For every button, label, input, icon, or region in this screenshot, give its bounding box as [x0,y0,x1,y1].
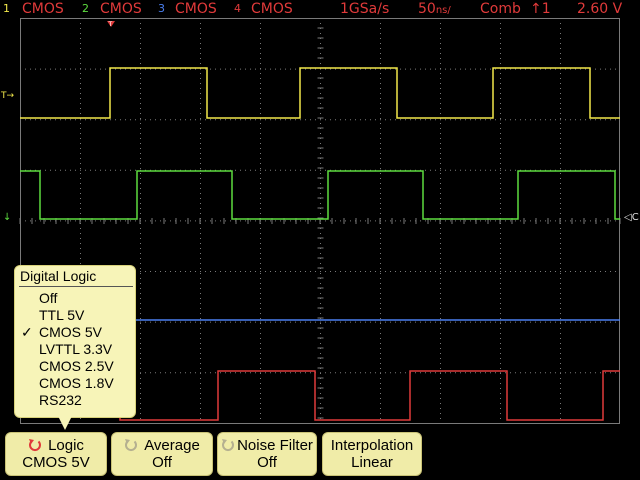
trigger-level: 2.60 V [577,1,623,17]
trigger-level-marker[interactable]: ◁C [624,212,639,223]
ch4-trace [20,370,620,421]
trigger-position-marker[interactable]: T [107,21,115,28]
ch3-number: 3 [158,2,165,15]
logic-softkey-label: Logic [48,437,84,454]
noise-filter-softkey-value: Off [257,454,277,471]
logic-softkey[interactable]: Logic CMOS 5V [5,432,107,476]
average-softkey-label: Average [144,437,200,454]
selected-check-icon: ✓ [21,324,33,340]
menu-item-ttl-5v[interactable]: TTL 5V [39,307,85,323]
ch2-ground-marker[interactable]: ↓ [3,212,11,223]
menu-item-cmos-1v8[interactable]: CMOS 1.8V [39,375,114,391]
ch1-trace [20,67,620,119]
ch1-ground-marker[interactable]: T→ [0,91,14,101]
average-softkey[interactable]: Average Off [111,432,213,476]
interpolation-softkey[interactable]: Interpolation Linear [322,432,422,476]
ch2-trace [20,170,620,220]
ch2-logic-label: CMOS [100,1,142,17]
logic-softkey-value: CMOS 5V [22,454,90,471]
ch1-logic-label: CMOS [22,1,64,17]
menu-item-rs232[interactable]: RS232 [39,392,82,408]
menu-title: Digital Logic [20,268,97,284]
sample-rate: 1GSa/s [340,1,390,17]
average-softkey-value: Off [152,454,172,471]
menu-item-cmos-2v5[interactable]: CMOS 2.5V [39,358,114,374]
noise-filter-softkey-label: Noise Filter [237,437,313,454]
noise-filter-softkey[interactable]: Noise Filter Off [217,432,317,476]
menu-pointer [58,416,72,430]
menu-item-off[interactable]: Off [39,290,58,306]
trigger-mode: Comb [480,1,521,17]
ch3-logic-label: CMOS [175,1,217,17]
interpolation-softkey-label: Interpolation [330,437,414,454]
digital-logic-menu[interactable]: Digital Logic ✓ Off TTL 5V CMOS 5V LVTTL… [14,265,136,418]
menu-item-lvttl-3v3[interactable]: LVTTL 3.3V [39,341,113,357]
interpolation-softkey-value: Linear [351,454,393,471]
time-per-div: 50ns/ [418,1,451,17]
status-bar: 1 CMOS 2 CMOS 3 CMOS 4 CMOS 1GSa/s 50ns/… [0,0,640,18]
ch2-number: 2 [82,2,89,15]
menu-item-cmos-5v[interactable]: CMOS 5V [39,324,103,340]
ch4-number: 4 [234,2,241,15]
trigger-slope: ↑1 [530,1,551,17]
rotate-knob-icon [29,439,42,451]
menu-divider [19,286,133,287]
rotate-knob-icon [125,439,138,451]
ch1-number: 1 [3,2,10,15]
rotate-knob-icon [222,439,235,451]
ch4-logic-label: CMOS [251,1,293,17]
svg-text:T: T [108,21,113,28]
